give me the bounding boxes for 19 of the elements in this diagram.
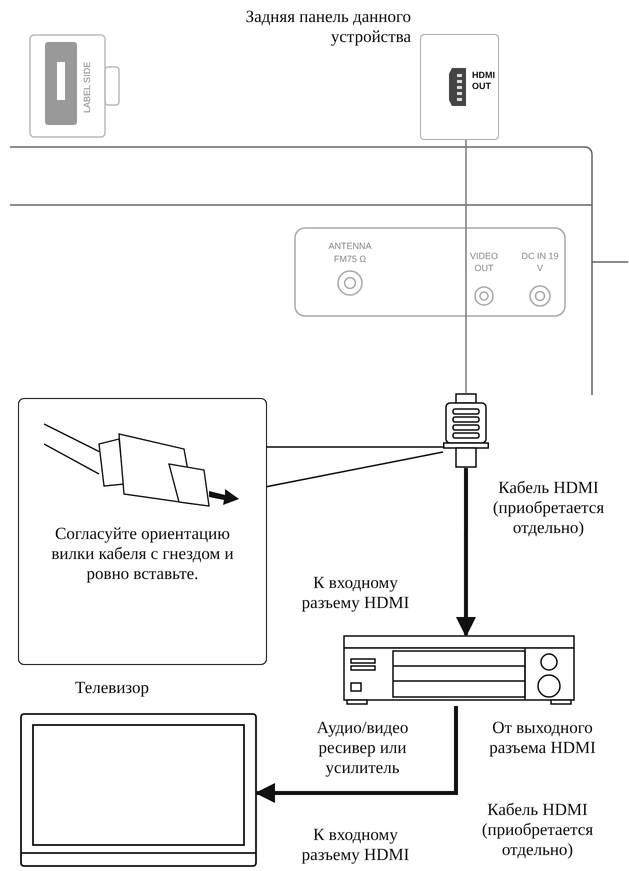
jack-label: DC IN 19 V (520, 250, 560, 274)
connection-note: От выходного разъема HDMI (488, 718, 597, 758)
jack-label: ANTENNA (327, 240, 372, 252)
rotated-label: LABEL SIDE (81, 60, 93, 115)
port-label: HDMI OUT (472, 70, 496, 92)
cable-line (465, 138, 467, 393)
device-caption: Аудио/видео ресивер или усилитель (316, 718, 410, 778)
device-caption: Телевизор (75, 678, 150, 698)
connection-note: К входному разъему HDMI (300, 825, 410, 865)
cable-arrow (456, 468, 476, 637)
jack-label: VIDEO OUT (468, 250, 499, 274)
panel-heading: Задняя панель данного устройства (244, 7, 411, 47)
edge-label: Кабель HDMI (приобретается отдельно) (480, 800, 594, 860)
connection-note: К входному разъему HDMI (300, 573, 410, 613)
cable-arrow (255, 706, 458, 803)
jack-label: FM75 Ω (332, 253, 368, 265)
edge-label: Кабель HDMI (приобретается отдельно) (492, 478, 606, 538)
callout-panel (18, 398, 267, 665)
instruction-text: Согласуйте ориентацию вилки кабеля с гнездом и ровно вставьте. (50, 524, 235, 584)
